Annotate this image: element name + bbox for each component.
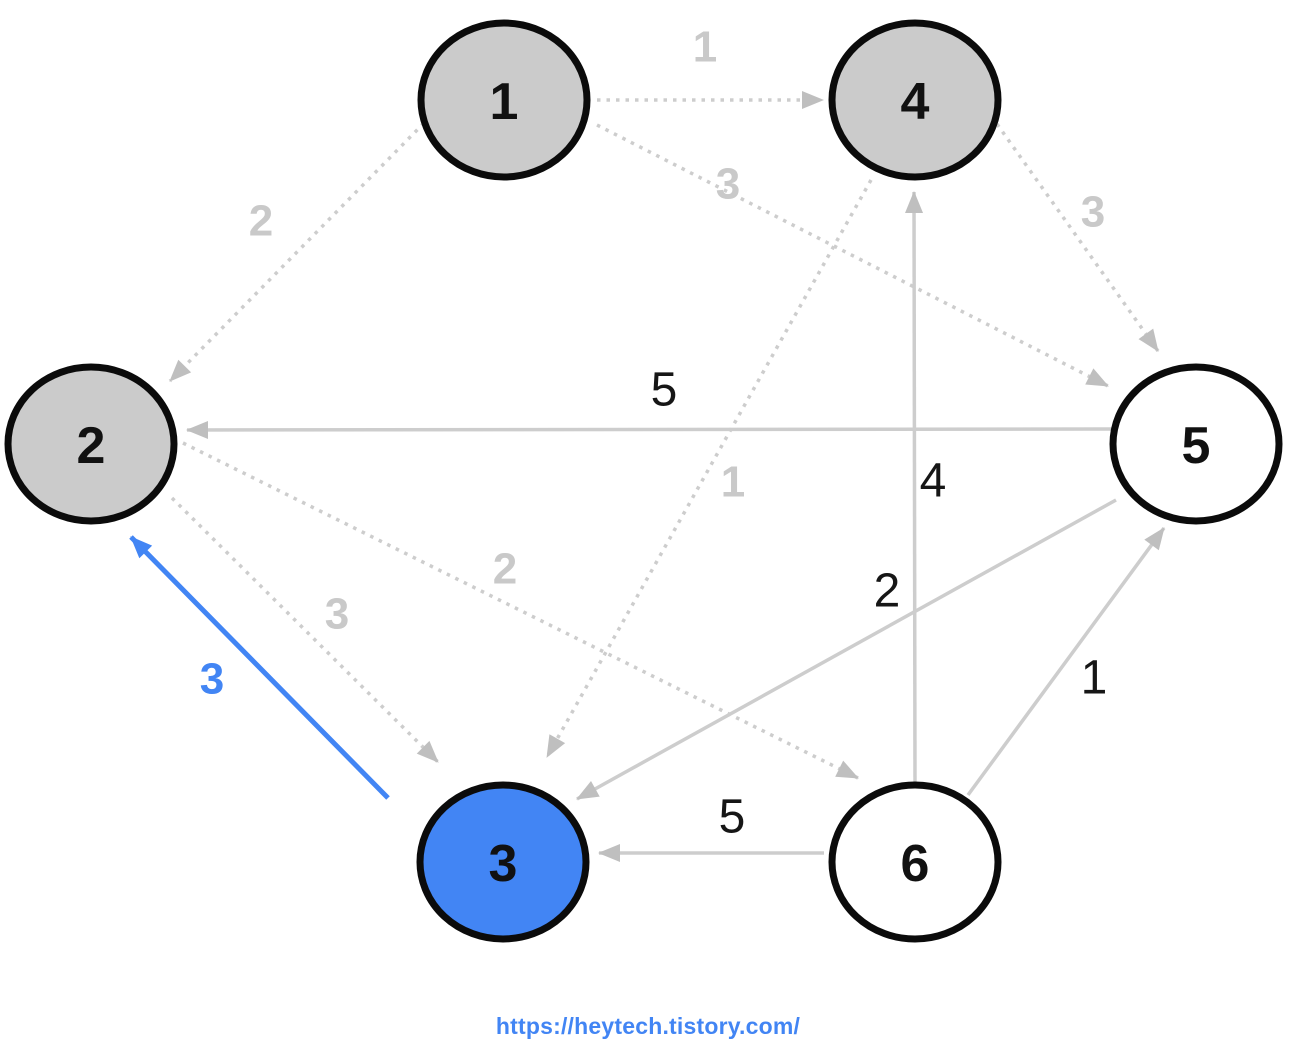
graph-edge-4-3	[545, 179, 873, 758]
graph-edge-2-6	[182, 441, 859, 780]
edge-weight-6-5: 1	[1081, 652, 1108, 705]
graph-node-1	[417, 19, 591, 181]
graph-edge-6-5	[966, 526, 1166, 797]
node-label-5: 5	[1182, 417, 1211, 475]
graph-edge-1-2	[168, 121, 426, 383]
node-label-4: 4	[901, 73, 930, 131]
node-label-6: 6	[901, 835, 930, 893]
edge-weight-3-2: 3	[200, 655, 224, 704]
source-url: https://heytech.tistory.com/	[495, 1013, 801, 1039]
graph-edge-6-4	[905, 191, 924, 784]
graph-edge-3-2	[129, 535, 390, 800]
edge-weight-6-3: 5	[719, 791, 746, 844]
edge-weight-2-3: 3	[325, 590, 349, 639]
edge-weight-5-3: 2	[874, 565, 901, 618]
graph-edge-2-3	[170, 496, 440, 764]
graph-node-4	[828, 19, 1002, 181]
graph-edge-4-5	[995, 122, 1160, 353]
edge-weight-1-5: 3	[716, 160, 740, 209]
edge-weight-2-6: 2	[493, 545, 517, 594]
edge-weight-1-2: 2	[249, 197, 273, 246]
node-label-1: 1	[490, 73, 519, 131]
node-label-3: 3	[489, 835, 518, 893]
edge-weight-6-4: 4	[920, 455, 947, 508]
edge-weight-5-2: 5	[651, 364, 678, 417]
graph-edge-1-5	[596, 123, 1109, 388]
graph-node-5	[1109, 363, 1283, 525]
node-label-2: 2	[77, 417, 106, 475]
edge-weight-1-4: 1	[693, 23, 717, 72]
graph-edge-5-2	[186, 420, 1115, 439]
graph-node-3	[416, 781, 590, 943]
edge-weight-4-5: 3	[1081, 188, 1105, 237]
graph-node-6	[828, 781, 1002, 943]
graph-node-2	[4, 363, 178, 525]
graph-edge-5-3	[576, 498, 1117, 801]
edge-weight-4-3: 1	[721, 458, 745, 507]
